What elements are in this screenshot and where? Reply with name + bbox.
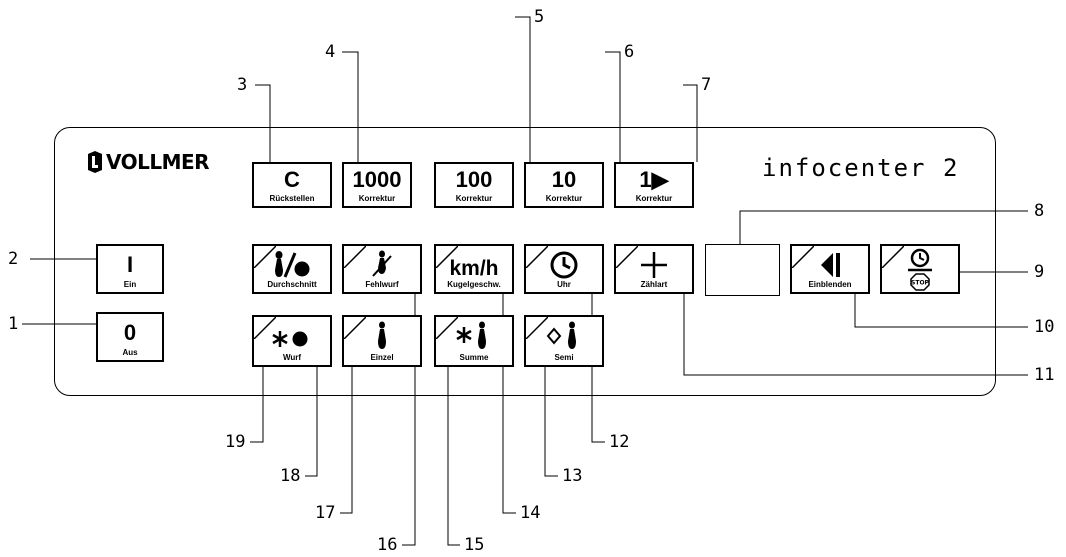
callout-2: 2 [8,249,19,269]
callout-12: 12 [609,432,630,452]
callout-18: 18 [280,466,301,486]
slash-mark [344,317,366,339]
callout-14: 14 [520,503,541,523]
callout-7: 7 [701,75,712,95]
reset-button-label: Rückstellen [269,194,315,203]
callout-13: 13 [562,466,583,486]
power-off-label: Aus [122,348,138,357]
correction-100-value: 100 [455,167,493,192]
slash-mark [526,317,548,339]
slash-mark [436,246,458,268]
average-label: Durchschnitt [267,280,317,289]
callout-9: 9 [1034,262,1045,282]
sum-label: Summe [459,353,489,362]
star-ball-icon [272,331,308,347]
slash-mark [526,246,548,268]
correction-10-label: Korrektur [545,194,583,203]
correction-1-button[interactable]: 1▶ Korrektur [614,162,694,208]
foul-label: Fehlwurf [365,280,399,289]
svg-text:STOP: STOP [911,280,930,287]
correction-10-button[interactable]: 10 Korrektur [524,162,604,208]
slash-mark [792,246,814,268]
semi-label: Semi [554,353,574,362]
throw-label: Wurf [282,353,302,362]
ball-speed-button[interactable]: km/h Kugelgeschw. [434,244,514,294]
throw-button[interactable]: Wurf [252,315,332,367]
product-name: infocenter 2 [762,154,960,182]
count-mode-button[interactable]: Zählart [614,244,694,294]
brand-logo: VOLLMER [86,150,210,174]
star-pin-icon [456,321,486,349]
correction-1-label: Korrektur [635,194,673,203]
pin-slash-ball-icon [275,251,310,278]
count-mode-label: Zählart [640,280,668,289]
clock-button[interactable]: Uhr [524,244,604,294]
correction-1000-label: Korrektur [358,194,396,203]
clock-icon [550,251,578,279]
ball-speed-label: Kugelgeschw. [447,280,501,289]
callout-11: 11 [1034,365,1055,385]
display-window [705,244,780,296]
slash-mark [436,317,458,339]
fallen-pin-icon [372,250,392,277]
brand-name: VOLLMER [106,150,210,174]
vollmer-logo-icon [88,151,102,173]
show-button[interactable]: Einblenden [790,244,870,294]
correction-100-button[interactable]: 100 Korrektur [434,162,514,208]
callout-5: 5 [534,7,545,27]
callout-16: 16 [377,535,398,555]
sum-button[interactable]: Summe [434,315,514,367]
clock-stop-icon: STOP [908,248,932,291]
single-button[interactable]: Einzel [342,315,422,367]
ball-speed-unit: km/h [449,257,499,280]
callout-17: 17 [315,503,336,523]
show-label: Einblenden [808,280,852,289]
slash-mark [254,317,276,339]
callout-15: 15 [464,535,485,555]
correction-10-value: 10 [551,167,577,192]
correction-1-value: 1▶ [639,167,669,192]
power-on-symbol: I [126,252,134,277]
semi-button[interactable]: Semi [524,315,604,367]
correction-100-label: Korrektur [455,194,493,203]
power-off-button[interactable]: 0 Aus [96,312,164,362]
clock-label: Uhr [557,280,571,289]
single-label: Einzel [370,353,394,362]
callout-1: 1 [8,314,19,334]
reset-button[interactable]: C Rückstellen [252,162,332,208]
pin-icon [378,321,386,349]
callout-6: 6 [624,42,635,62]
callout-3: 3 [237,75,248,95]
triangle-left-bar-icon [821,253,840,277]
power-on-button[interactable]: I Ein [96,244,164,294]
foul-button[interactable]: Fehlwurf [342,244,422,294]
reset-button-symbol: C [284,167,300,192]
power-on-label: Ein [123,280,137,289]
device-panel [54,127,996,396]
diamond-pin-icon [546,321,576,349]
plus-icon [641,252,667,278]
slash-mark [344,246,366,268]
correction-1000-value: 1000 [352,167,402,192]
average-button[interactable]: Durchschnitt [252,244,332,294]
callout-10: 10 [1034,317,1055,337]
callout-4: 4 [325,42,336,62]
clock-stop-button[interactable]: STOP [880,244,960,294]
slash-mark [616,246,638,268]
callout-8: 8 [1034,201,1045,221]
power-off-symbol: 0 [123,320,137,345]
callout-19: 19 [225,432,246,452]
slash-mark [254,246,276,268]
slash-mark [882,246,904,268]
correction-1000-button[interactable]: 1000 Korrektur [342,162,412,208]
